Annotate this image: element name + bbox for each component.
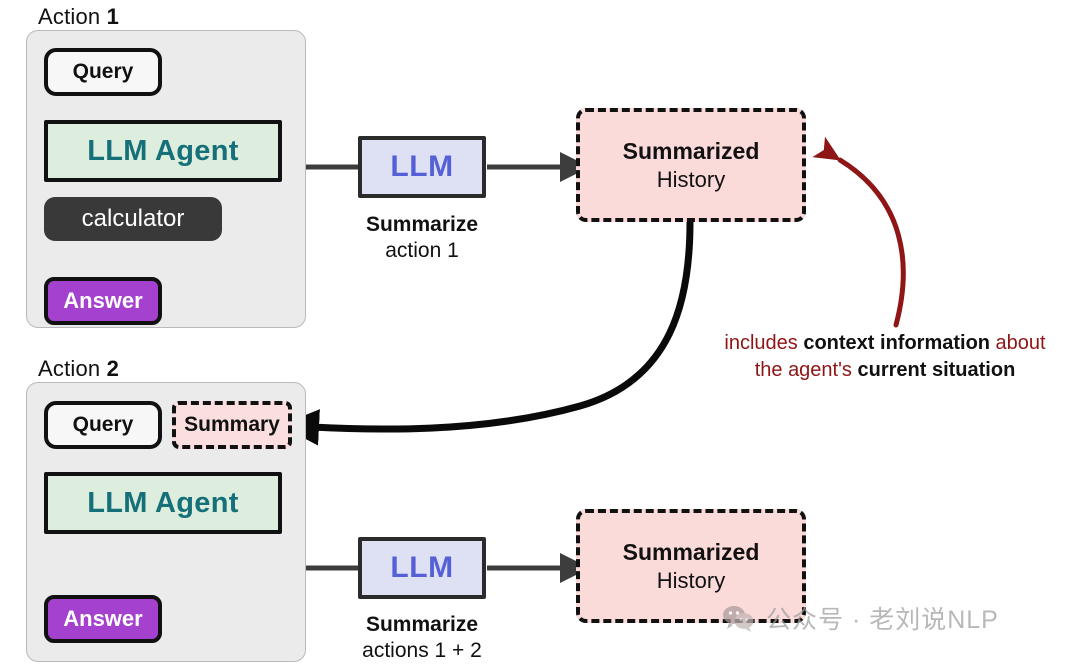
context-annotation: includes context information about the a… <box>700 330 1070 384</box>
wire-annotation-to-history1 <box>812 136 906 328</box>
llm-1-caption-bottom: action 1 <box>385 238 459 262</box>
annotation-l1-part2: about <box>990 332 1046 354</box>
action-2-summary-box[interactable]: Summary <box>172 401 292 449</box>
action-1-label: Action 1 <box>38 4 119 30</box>
annotation-l2-part1: the agent's <box>754 359 858 381</box>
action-1-query-box[interactable]: Query <box>44 48 162 96</box>
llm-2-caption-bottom: actions 1 + 2 <box>362 638 482 662</box>
action-2-agent-box[interactable]: LLM Agent <box>44 472 282 534</box>
llm-box-2[interactable]: LLM <box>358 537 486 599</box>
context-annotation-line-2: the agent's current situation <box>700 357 1070 384</box>
action-2-query-box[interactable]: Query <box>44 401 162 449</box>
summarized-history-box-1[interactable]: Summarized History <box>576 108 806 222</box>
history-1-subtitle: History <box>656 166 726 192</box>
history-1-title: Summarized <box>622 137 760 164</box>
history-2-title: Summarized <box>622 538 760 565</box>
action-2-answer-box[interactable]: Answer <box>44 595 162 643</box>
annotation-l1-part1: includes <box>724 332 804 354</box>
history-2-subtitle: History <box>656 567 726 593</box>
action-1-label-number: 1 <box>106 4 120 29</box>
action-1-agent-box[interactable]: LLM Agent <box>44 120 282 182</box>
action-2-label-prefix: Action <box>38 356 107 381</box>
llm-1-caption-top: Summarize <box>365 213 479 236</box>
summarized-history-box-2[interactable]: Summarized History <box>576 509 806 623</box>
action-1-label-prefix: Action <box>38 4 107 29</box>
annotation-l2-bold: current situation <box>857 359 1016 381</box>
llm-box-1[interactable]: LLM <box>358 136 486 198</box>
llm-2-caption: Summarize actions 1 + 2 <box>330 612 514 663</box>
annotation-l1-bold: context information <box>803 332 990 354</box>
llm-1-caption: Summarize action 1 <box>340 212 504 263</box>
context-annotation-line-1: includes context information about <box>700 330 1070 357</box>
action-2-label-number: 2 <box>106 356 120 381</box>
action-1-tool-box[interactable]: calculator <box>44 197 222 241</box>
llm-2-caption-top: Summarize <box>365 613 479 636</box>
action-2-label: Action 2 <box>38 356 119 382</box>
action-1-answer-box[interactable]: Answer <box>44 277 162 325</box>
